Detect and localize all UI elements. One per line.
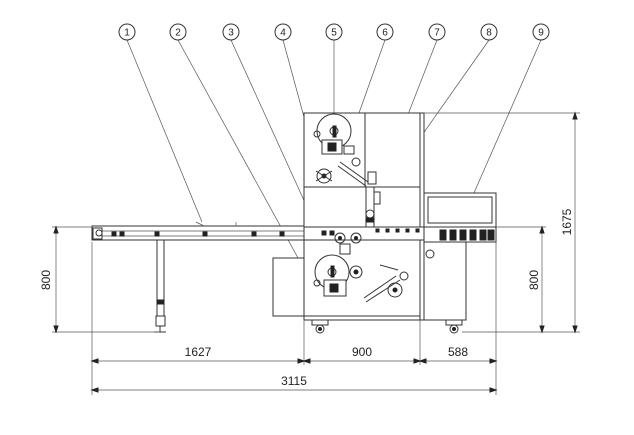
svg-text:4: 4 bbox=[280, 28, 286, 39]
callout-6: 6 bbox=[376, 23, 394, 41]
lower-film-roll bbox=[313, 254, 350, 297]
callout-1: 1 bbox=[118, 23, 136, 41]
dim-right-height: 800 bbox=[462, 225, 546, 334]
infeed-conveyor bbox=[91, 221, 305, 333]
outfeed-section bbox=[423, 192, 497, 321]
dim-left-height-label: 800 bbox=[39, 270, 53, 290]
dim-outfeed-width-label: 588 bbox=[448, 345, 468, 359]
svg-text:5: 5 bbox=[331, 28, 337, 39]
callout-5: 5 bbox=[325, 23, 343, 41]
dim-overall-length-label: 3115 bbox=[281, 374, 307, 388]
callout-8: 8 bbox=[480, 23, 498, 41]
dim-conveyor-length-label: 1627 bbox=[185, 345, 212, 359]
dim-overall-height-label: 1675 bbox=[560, 208, 574, 235]
callout-3: 3 bbox=[222, 23, 240, 41]
svg-text:9: 9 bbox=[538, 28, 544, 39]
forming-section bbox=[303, 226, 425, 255]
dim-main-body-width-label: 900 bbox=[352, 345, 372, 359]
dim-overall-length: 3115 bbox=[90, 374, 498, 393]
callout-leaders bbox=[126, 39, 542, 259]
svg-text:8: 8 bbox=[486, 28, 492, 39]
lower-roller-assembly bbox=[349, 264, 409, 303]
callout-9: 9 bbox=[532, 23, 550, 41]
dim-left-height: 800 bbox=[39, 225, 160, 334]
dim-overall-height: 1675 bbox=[424, 111, 580, 334]
main-body bbox=[272, 112, 425, 321]
svg-text:2: 2 bbox=[175, 28, 181, 39]
svg-text:3: 3 bbox=[228, 28, 234, 39]
caster-right bbox=[445, 319, 463, 334]
callout-4: 4 bbox=[274, 23, 292, 41]
upper-film-roll bbox=[313, 113, 352, 155]
dim-right-height-label: 800 bbox=[527, 270, 541, 290]
dim-horizontal-chain: 1627 900 588 bbox=[90, 242, 498, 395]
callout-2: 2 bbox=[169, 23, 187, 41]
callout-7: 7 bbox=[428, 23, 446, 41]
svg-text:7: 7 bbox=[434, 28, 440, 39]
caster-left bbox=[311, 319, 329, 334]
upper-roller-assembly bbox=[315, 145, 377, 187]
svg-text:6: 6 bbox=[382, 28, 388, 39]
svg-text:1: 1 bbox=[124, 28, 130, 39]
